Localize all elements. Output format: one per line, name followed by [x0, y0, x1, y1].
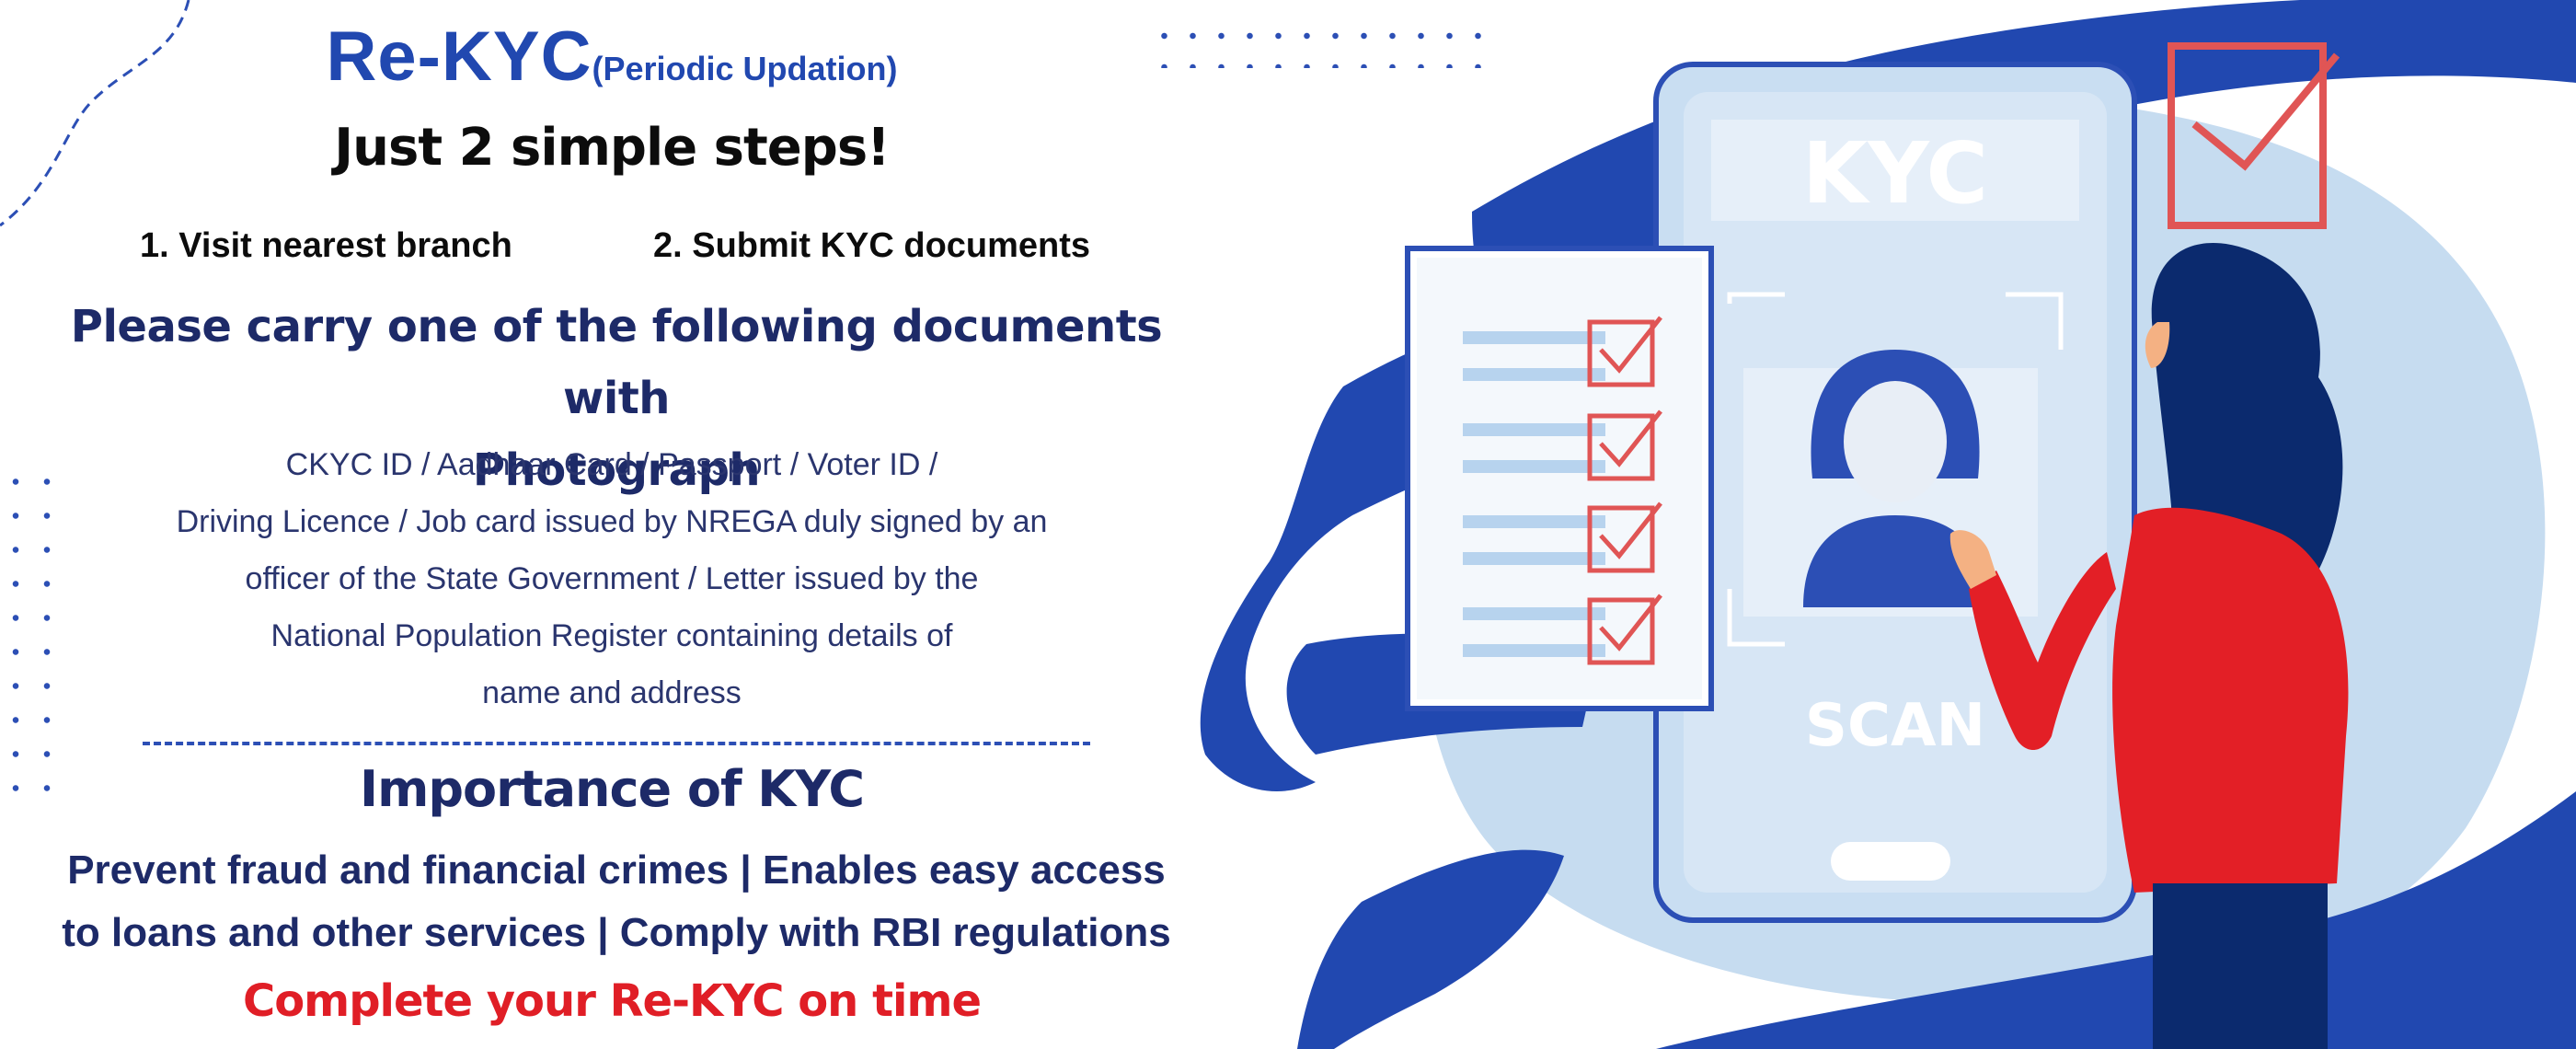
- kyc-illustration: KYC SCAN: [1200, 0, 2576, 1049]
- documents-list-line: National Population Register containing …: [270, 618, 953, 653]
- importance-line-2: to loans and other services | Comply wit…: [62, 910, 1171, 955]
- avatar-face: [1844, 381, 1947, 502]
- documents-heading: Please carry one of the following docume…: [18, 291, 1214, 506]
- woman-body: [2112, 507, 2349, 893]
- decorative-dots-left: [0, 465, 57, 796]
- avatar-body: [1803, 515, 1987, 607]
- woman-legs: [2153, 883, 2328, 1049]
- importance-line-1: Prevent fraud and financial crimes | Ena…: [67, 847, 1166, 893]
- brush-stroke-bottom: [1297, 849, 1564, 1049]
- section-divider: [143, 742, 1090, 745]
- decorative-dots-top: [1150, 20, 1481, 68]
- step-2: 2. Submit KYC documents: [653, 226, 1091, 265]
- page-title-row: Re-KYC(Periodic Updation): [0, 17, 1224, 97]
- documents-list-line: CKYC ID / Aadhaar Card / Passport / Vote…: [285, 447, 938, 482]
- documents-heading-line-2: Photograph: [472, 444, 761, 496]
- page-title-suffix: (Periodic Updation): [592, 50, 898, 87]
- phone-scan-label: SCAN: [1805, 692, 1985, 760]
- documents-list-line: officer of the State Government / Letter…: [245, 561, 979, 596]
- checklist-document: [1405, 246, 1714, 711]
- step-1: 1. Visit nearest branch: [140, 226, 512, 265]
- woman-hand: [1949, 530, 1996, 589]
- phone-kyc-label: KYC: [1802, 124, 1988, 223]
- documents-list-line: name and address: [482, 675, 742, 710]
- documents-heading-line-1: Please carry one of the following docume…: [70, 301, 1163, 424]
- brush-stroke-top: [1472, 0, 2576, 315]
- decorative-curve: [0, 0, 190, 227]
- page-title: Re-KYC: [326, 17, 592, 96]
- importance-heading: Importance of KYC: [360, 760, 865, 818]
- phone-home-button: [1831, 842, 1950, 881]
- documents-list: CKYC ID / Aadhaar Card / Passport / Vote…: [83, 436, 1141, 721]
- subheading: Just 2 simple steps!: [334, 118, 890, 178]
- woman-figure: [1949, 243, 2349, 1049]
- brush-stroke-bottom-right: [1656, 791, 2576, 1049]
- big-checkbox: [2168, 42, 2340, 229]
- documents-list-line: Driving Licence / Job card issued by NRE…: [176, 504, 1048, 539]
- importance-text: Prevent fraud and financial crimes | Ena…: [0, 839, 1233, 964]
- call-to-action: Complete your Re-KYC on time: [242, 975, 982, 1027]
- woman-face: [2145, 322, 2170, 368]
- woman-arm: [1969, 552, 2116, 750]
